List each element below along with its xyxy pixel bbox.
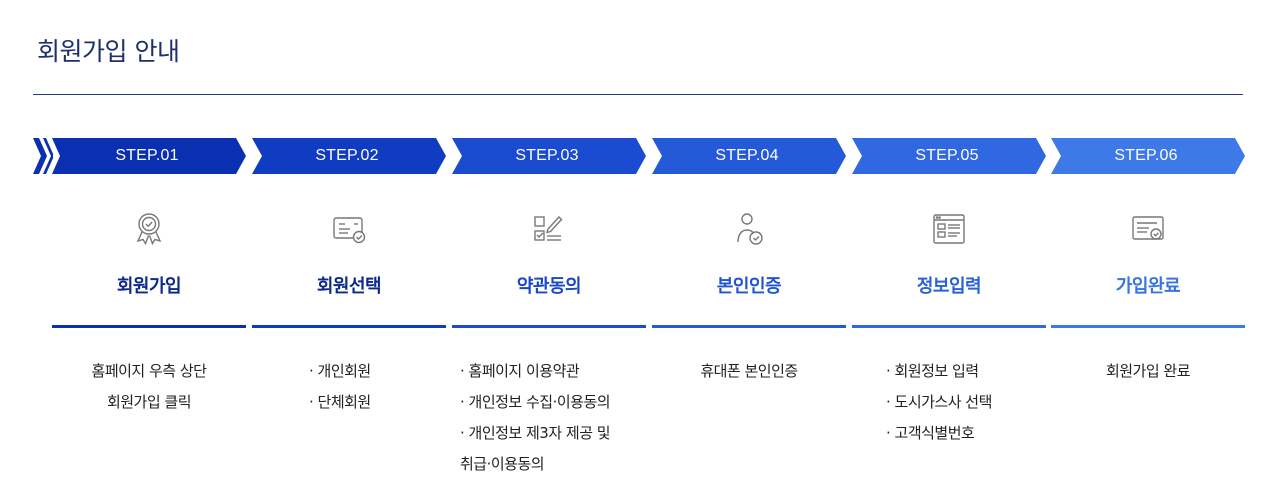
step-banner: STEP.05: [852, 138, 1046, 174]
step-title: 정보입력: [916, 276, 982, 297]
description-line: 회원가입 클릭: [106, 393, 192, 411]
page-title: 회원가입 안내: [37, 37, 180, 66]
description-line: · 개인정보 수집·이용동의: [460, 393, 611, 411]
step-title: 회원선택: [316, 276, 382, 297]
certificate-check-icon: [1129, 210, 1167, 248]
step-banner: STEP.01: [52, 138, 246, 174]
step-title: 약관동의: [516, 276, 582, 297]
step-banner: STEP.04: [652, 138, 846, 174]
step-description: 회원가입 완료: [1051, 356, 1245, 387]
step-title: 가입완료: [1115, 276, 1181, 297]
step-title: 본인인증: [716, 276, 782, 297]
step-item: STEP.05 정보입력 · 회원정보 입력 · 도시가스사 선택 · 고객식별번호: [852, 138, 1046, 442]
description-line: 휴대폰 본인인증: [700, 362, 798, 380]
description-line: 홈페이지 우측 상단: [91, 362, 207, 380]
step-banner: STEP.06: [1051, 138, 1245, 174]
step-description: 휴대폰 본인인증: [652, 356, 846, 387]
step-underline: [452, 325, 646, 328]
description-line: · 고객식별번호: [886, 424, 975, 442]
step-underline: [852, 325, 1046, 328]
step-number: STEP.03: [515, 147, 579, 164]
lead-chevron-icon: [33, 138, 54, 174]
step-underline: [252, 325, 446, 328]
description-line: · 단체회원: [309, 393, 371, 411]
description-line: · 개인정보 제3자 제공 및: [460, 424, 611, 442]
step-banner: STEP.03: [452, 138, 646, 174]
step-description: · 개인회원 · 단체회원: [252, 356, 446, 418]
step-number: STEP.06: [1114, 147, 1178, 164]
step-description: · 홈페이지 이용약관 · 개인정보 수집·이용동의 · 개인정보 제3자 제공 및…: [452, 356, 646, 480]
title-divider: [33, 94, 1243, 95]
step-underline: [52, 325, 246, 328]
step-number: STEP.02: [315, 147, 379, 164]
step-description: · 회원정보 입력 · 도시가스사 선택 · 고객식별번호: [852, 356, 1046, 449]
description-line: 회원가입 완료: [1105, 362, 1191, 380]
step-number: STEP.01: [115, 147, 179, 164]
step-underline: [652, 325, 846, 328]
step-item: STEP.02 회원선택 · 개인회원 · 단체회원: [252, 138, 446, 411]
description-line: · 홈페이지 이용약관: [460, 362, 580, 380]
step-number: STEP.05: [915, 147, 979, 164]
description-line: · 회원정보 입력: [886, 362, 979, 380]
step-item: STEP.03 약관동의 · 홈페이지 이용약관 · 개인정보 수집·이용동의 · 개인…: [452, 138, 646, 473]
description-line: · 도시가스사 선택: [886, 393, 992, 411]
checklist-pen-icon: [530, 210, 568, 248]
step-title: 회원가입: [116, 276, 182, 297]
step-number: STEP.04: [715, 147, 779, 164]
step-underline: [1051, 325, 1245, 328]
member-card-check-icon: [330, 210, 368, 248]
description-line: 취급·이용동의: [460, 455, 545, 473]
award-badge-icon: [130, 210, 168, 248]
user-verify-icon: [730, 210, 768, 248]
description-line: · 개인회원: [309, 362, 371, 380]
form-window-icon: [930, 210, 968, 248]
step-banner: STEP.02: [252, 138, 446, 174]
